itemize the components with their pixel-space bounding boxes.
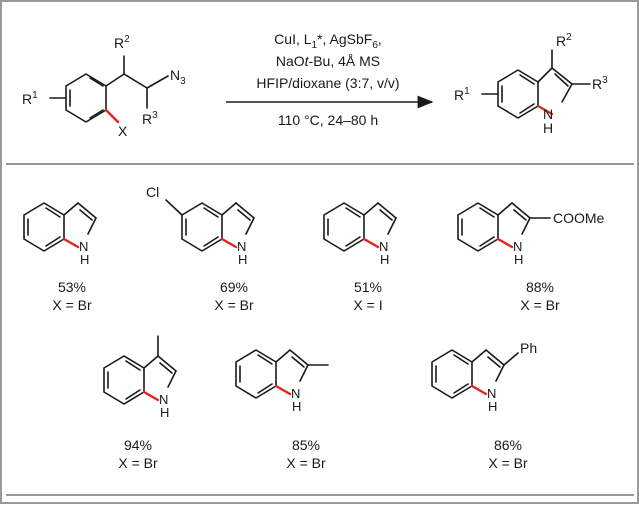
substrate-r3-label: R3 bbox=[142, 110, 158, 127]
example-6-yield: 85% bbox=[292, 437, 320, 453]
example-6-halide: X = Br bbox=[286, 455, 326, 471]
example-5-structure bbox=[103, 335, 177, 405]
product-r1-label: R1 bbox=[454, 86, 470, 103]
example-6-structure bbox=[235, 349, 329, 399]
example-2-chloro-label: Cl bbox=[146, 184, 159, 200]
example-4-halide: X = Br bbox=[520, 297, 560, 313]
example-7-phenyl-label: Ph bbox=[520, 340, 537, 356]
substrate-r2-label: R2 bbox=[114, 34, 130, 51]
example-2-yield: 69% bbox=[220, 279, 248, 295]
example-1-n-label: N bbox=[79, 239, 88, 254]
example-1-h-label: H bbox=[80, 252, 89, 267]
substrate-structure bbox=[49, 55, 169, 124]
substrate-halide-label: X bbox=[118, 123, 128, 139]
conditions-line-1: CuI, L1*, AgSbF6, bbox=[274, 31, 382, 51]
example-1-halide: X = Br bbox=[52, 297, 92, 313]
product-h-label: H bbox=[543, 120, 553, 136]
conditions-line-4: 110 °C, 24–80 h bbox=[278, 112, 378, 128]
example-1-yield: 53% bbox=[58, 279, 86, 295]
example-7-halide: X = Br bbox=[488, 455, 528, 471]
example-5-n-label: N bbox=[159, 392, 168, 407]
conditions-line-3: HFIP/dioxane (3:7, v/v) bbox=[256, 75, 399, 91]
product-r3-label: R3 bbox=[592, 75, 608, 92]
example-4-yield: 88% bbox=[526, 279, 554, 295]
example-4-n-label: N bbox=[513, 239, 522, 254]
example-7-n-label: N bbox=[487, 386, 496, 401]
example-7-yield: 86% bbox=[494, 437, 522, 453]
example-4-structure bbox=[457, 202, 551, 252]
example-4-ester-label: COOMe bbox=[553, 210, 605, 226]
example-2-h-label: H bbox=[238, 252, 247, 267]
example-3-n-label: N bbox=[379, 239, 388, 254]
example-1-structure bbox=[23, 202, 97, 252]
example-7-structure bbox=[431, 349, 519, 399]
example-7-h-label: H bbox=[488, 399, 497, 414]
example-5-yield: 94% bbox=[124, 437, 152, 453]
example-2-n-label: N bbox=[237, 239, 246, 254]
substrate-r1-label: R1 bbox=[22, 90, 38, 107]
example-5-h-label: H bbox=[160, 405, 169, 420]
example-3-h-label: H bbox=[380, 252, 389, 267]
example-5-halide: X = Br bbox=[118, 455, 158, 471]
example-3-halide: X = I bbox=[353, 297, 382, 313]
example-4-h-label: H bbox=[514, 252, 523, 267]
conditions-line-2: NaOt-Bu, 4Å MS bbox=[276, 53, 380, 69]
example-6-n-label: N bbox=[291, 386, 300, 401]
product-nh-label: N bbox=[543, 106, 553, 122]
example-2-halide: X = Br bbox=[214, 297, 254, 313]
example-3-yield: 51% bbox=[354, 279, 382, 295]
product-r2-label: R2 bbox=[556, 32, 572, 49]
example-2-structure bbox=[165, 199, 255, 252]
example-6-h-label: H bbox=[292, 399, 301, 414]
example-3-structure bbox=[323, 202, 397, 252]
product-structure bbox=[481, 49, 591, 119]
substrate-azide-label: N3 bbox=[170, 67, 186, 87]
